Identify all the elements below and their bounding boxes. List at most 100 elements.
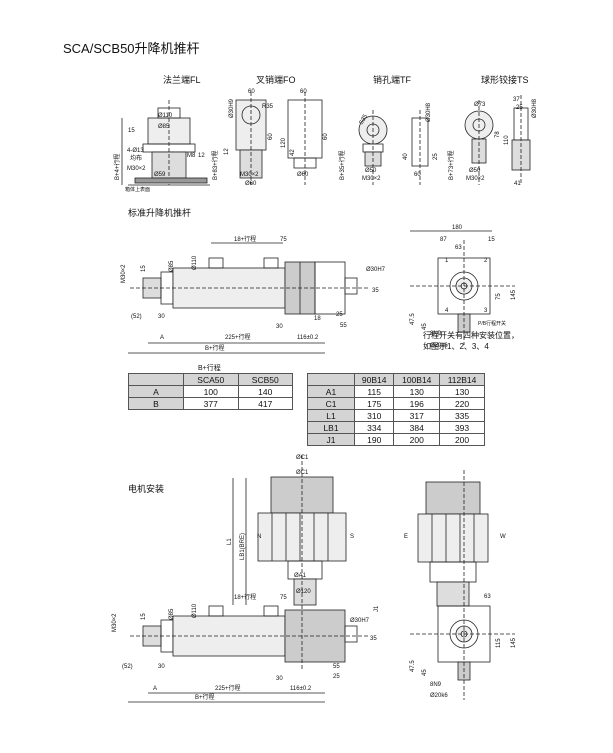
motor-w55: 55 xyxy=(333,664,340,670)
motor-side-w63: 63 xyxy=(484,594,491,600)
table2-row: J1 190 200 200 xyxy=(307,433,485,446)
std-m30: M30×2 xyxy=(121,264,127,283)
fo-w60c2: 60 xyxy=(323,133,329,140)
table1-col-header: SCB50 xyxy=(237,373,293,386)
std-d110: Ø110 xyxy=(192,255,198,270)
motor-side-w47: 47.5 xyxy=(410,660,416,672)
table-model-dimensions: SCA50 SCB50 A 100 140 B 377 417 xyxy=(128,373,293,410)
fl-h15: 15 xyxy=(128,128,135,134)
tf-w60: 60 xyxy=(414,172,421,178)
fo-d30: Ø30H9 xyxy=(229,98,235,118)
ts-d73: Ø73 xyxy=(474,102,486,108)
motor-side-w115: 115 xyxy=(496,638,502,648)
motor-w116: 116±0.2 xyxy=(290,686,312,692)
side-w15: 15 xyxy=(488,237,495,243)
table2-row-label: J1 xyxy=(307,433,355,446)
table1-row-label: A xyxy=(128,385,184,398)
motor-s: S xyxy=(350,534,354,540)
fo-d60: Ø60 xyxy=(245,181,257,187)
table2-cell: 220 xyxy=(439,397,485,410)
motor-d30h7: Ø30H7 xyxy=(350,618,370,624)
motor-w15: 15 xyxy=(141,613,147,620)
fl-m30: M30×2 xyxy=(127,166,146,172)
fl-b: B+4+行程 xyxy=(113,154,121,180)
motor-w75: 75 xyxy=(280,595,287,601)
side-w75: 75 xyxy=(496,293,502,300)
header-ball-joint-end: 球形铰接TS xyxy=(481,75,529,85)
fo-m30: M30×2 xyxy=(240,172,259,178)
table2-cell: 200 xyxy=(393,433,441,446)
page-title: SCA/SCB50升降机推杆 xyxy=(63,41,200,56)
table1-row: A 100 140 xyxy=(128,385,293,398)
table2-header-row: 90B14 100B14 112B14 xyxy=(307,373,485,386)
fo-w60: 60 xyxy=(248,89,255,95)
motor-side-n8: 8N9 xyxy=(430,682,442,688)
side-w45: 45 xyxy=(422,323,428,330)
table1-row-label: B xyxy=(128,397,184,410)
table2-row: A1 115 130 130 xyxy=(307,385,485,398)
ball-joint-end-drawing: Ø73 37 25 Ø50 M30×2 41 Ø30H8 78 110 B+73… xyxy=(447,95,538,187)
standard-jack-drawing: 18+行程 75 Ø30H7 35 (52) 30 25 55 18 30 22… xyxy=(121,235,386,354)
table1-cell: 140 xyxy=(237,385,293,398)
motor-b: B+行程 xyxy=(195,693,215,701)
std-a: A xyxy=(160,335,164,341)
motor-n: N xyxy=(257,534,261,540)
fo-r35: R35 xyxy=(262,104,274,110)
fl-h12: 12 xyxy=(198,153,205,159)
motor-j1: J1 xyxy=(374,605,380,612)
std-w30: 30 xyxy=(158,314,165,320)
motor-lb1: LB1(BRE) xyxy=(240,533,246,560)
motor-a: A xyxy=(153,686,157,692)
std-w116: 116±0.2 xyxy=(297,335,319,341)
ts-w37: 37 xyxy=(513,97,520,103)
fl-m8: M8 xyxy=(187,153,196,159)
motor-w35: 35 xyxy=(370,636,377,642)
install-note-line2: 如图示1、2、3、4 xyxy=(423,342,489,351)
std-w55: 55 xyxy=(340,323,347,329)
table1-row: B 377 417 xyxy=(128,397,293,410)
side-pos1: 1 xyxy=(445,258,449,264)
std-w25: 25 xyxy=(336,312,343,318)
table2-row: LB1 334 384 393 xyxy=(307,421,485,434)
fo-b: B+83+行程 xyxy=(211,150,219,180)
std-b: B+行程 xyxy=(205,344,225,352)
table2-row-label: A1 xyxy=(307,385,355,398)
std-stroke18: 18+行程 xyxy=(234,235,256,243)
table2-cell: 200 xyxy=(439,433,485,446)
install-note-line1: 行程开关有四种安装位置， xyxy=(423,331,519,340)
motor-e: E xyxy=(404,534,408,540)
std-w18: 18 xyxy=(314,316,321,322)
fo-w42: 42 xyxy=(290,149,296,156)
ts-b: B+73+行程 xyxy=(447,150,455,180)
table1-cell: 377 xyxy=(183,397,239,410)
tf-d50: Ø50 xyxy=(365,168,377,174)
table2-cell: 317 xyxy=(393,409,441,422)
fl-evenly: 均布 xyxy=(130,154,142,162)
side-w180: 180 xyxy=(452,225,463,231)
table2-cell: 130 xyxy=(393,385,441,398)
table2-cell: 384 xyxy=(393,421,441,434)
std-d85: Ø85 xyxy=(169,260,175,272)
table2-cell: 175 xyxy=(353,397,395,410)
motor-c1a: ØC1 xyxy=(296,455,309,461)
table2-row-label: L1 xyxy=(307,409,355,422)
flange-end-drawing: Ø110 Ø85 Ø59 4-Ø13 M30×2 均布 M8 12 15 箱体上… xyxy=(113,100,210,193)
std-w75: 75 xyxy=(280,237,287,243)
side-w145: 145 xyxy=(511,289,517,300)
table2-cell: 115 xyxy=(353,385,395,398)
side-n8: 8N9 xyxy=(430,331,442,337)
side-d20: Ø20k6 xyxy=(430,343,448,349)
table-motor-dimensions: 90B14 100B14 112B14 A1 115 130 130 C1 17… xyxy=(307,373,485,446)
tf-w40: 40 xyxy=(403,153,409,160)
table2-row-label: LB1 xyxy=(307,421,355,434)
side-pos4: 4 xyxy=(445,308,449,314)
motor-w: W xyxy=(500,534,506,540)
fl-d13: 4-Ø13 xyxy=(127,148,144,154)
fo-w12: 12 xyxy=(224,148,230,155)
std-w225: 225+行程 xyxy=(225,333,251,341)
table1-cell: 100 xyxy=(183,385,239,398)
ts-w25: 25 xyxy=(516,105,523,111)
standard-side-drawing: 180 87 63 15 1 2 3 4 8N9 Ø20k6 P/B行程开关 7… xyxy=(410,225,517,349)
motor-l1: L1 xyxy=(227,538,233,545)
std-w35: 35 xyxy=(372,288,379,294)
